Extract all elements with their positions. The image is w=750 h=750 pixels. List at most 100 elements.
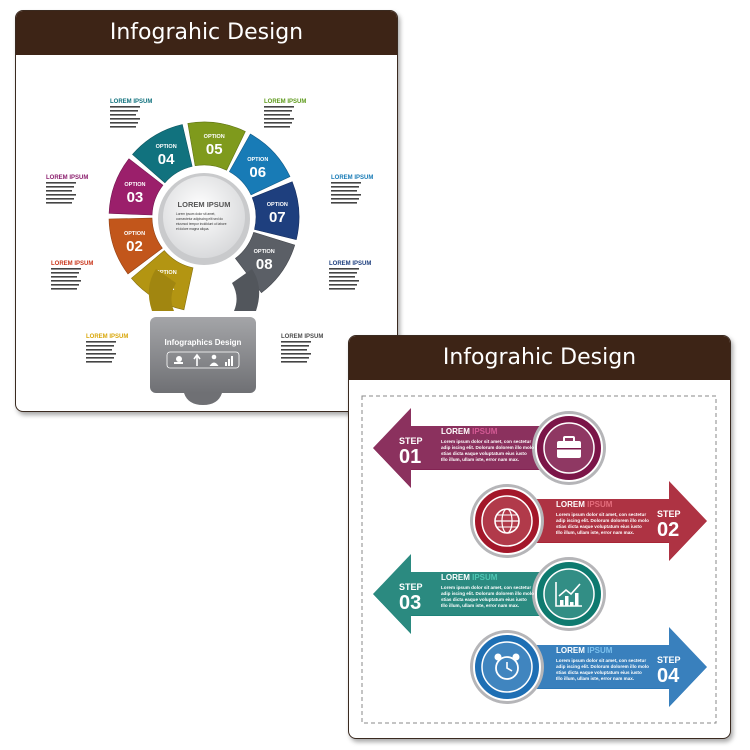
option-number: 05 bbox=[206, 141, 223, 158]
center-disc bbox=[163, 176, 245, 258]
step-arrow-highlight bbox=[373, 553, 559, 634]
globe-icon bbox=[494, 508, 520, 534]
option-number: 04 bbox=[158, 151, 175, 168]
note-text-line bbox=[51, 268, 81, 270]
note-text-line bbox=[281, 357, 309, 359]
note-text-line bbox=[329, 284, 357, 286]
step-arrow-highlight bbox=[519, 480, 707, 561]
briefcase-icon bbox=[557, 436, 581, 458]
note-text-line bbox=[329, 268, 359, 270]
note-text-line bbox=[46, 202, 72, 204]
option-label: OPTION bbox=[156, 270, 177, 276]
note-text-line bbox=[281, 345, 309, 347]
step-body-line: Illo illum, ullam iste, error nam max. bbox=[441, 603, 519, 608]
option-number: 08 bbox=[256, 256, 273, 273]
center-line: eiusmod tempor incididunt ut labore bbox=[176, 222, 227, 226]
center-line: et dolore magna aliqua. bbox=[176, 227, 209, 231]
option-label: OPTION bbox=[156, 144, 177, 150]
note-text-line bbox=[86, 357, 114, 359]
step-number: 02 bbox=[657, 519, 679, 541]
note-text-line bbox=[86, 345, 114, 347]
bulb-tip bbox=[184, 393, 222, 405]
base-icon-box bbox=[166, 351, 240, 369]
step-body-line: stias dicta eaque voluptatum eius iusto bbox=[556, 524, 642, 529]
bulb-base bbox=[150, 317, 256, 393]
step-number: 03 bbox=[399, 592, 421, 614]
step-body-line: Lorem ipsum dolor sit amet, con sectetur bbox=[556, 512, 646, 517]
step-number: 01 bbox=[399, 446, 421, 468]
note-text-line bbox=[46, 182, 76, 184]
note-text-line bbox=[264, 126, 290, 128]
center-title: LOREM IPSUM bbox=[178, 200, 231, 209]
step-body-line: Illo illum, ullam iste, error nam max. bbox=[556, 530, 634, 535]
note-text-line bbox=[264, 118, 294, 120]
step-body-line: Illo illum, ullam iste, error nam max. bbox=[556, 676, 634, 681]
base-title: Infographics Design bbox=[165, 338, 242, 347]
bulb-diagram: OPTION01OPTION02OPTION03OPTION04OPTION05… bbox=[46, 99, 373, 405]
note-text-line bbox=[86, 353, 116, 355]
note-text-line bbox=[281, 353, 311, 355]
note-text-line bbox=[86, 349, 112, 351]
note-text-line bbox=[331, 194, 361, 196]
step-heading: LOREM IPSUM bbox=[441, 427, 498, 436]
step-body-line: Lorem ipsum dolor sit amet, con sectetur bbox=[556, 658, 646, 663]
step-arrow bbox=[519, 627, 707, 707]
note-text-line bbox=[51, 272, 79, 274]
note-text-line bbox=[329, 288, 355, 290]
note-text-line bbox=[110, 114, 136, 116]
note-text-line bbox=[264, 106, 294, 108]
center-line: Lorem ipsum dolor sit amet, bbox=[176, 212, 215, 216]
note-text-line bbox=[331, 182, 361, 184]
hand-coin-icon bbox=[174, 356, 183, 364]
note-text-line bbox=[331, 190, 357, 192]
option-segment-03 bbox=[108, 158, 164, 216]
option-label: OPTION bbox=[247, 157, 268, 163]
note-text-line bbox=[46, 194, 76, 196]
step-arrow-highlight bbox=[373, 407, 559, 488]
note-text-line bbox=[331, 202, 357, 204]
option-label: OPTION bbox=[124, 231, 145, 237]
bar-chart-icon bbox=[225, 356, 233, 366]
segment-01-neck bbox=[148, 269, 176, 311]
step-heading: LOREM IPSUM bbox=[556, 646, 613, 655]
option-label: OPTION bbox=[267, 202, 288, 208]
note-title: LOREM IPSUM bbox=[329, 261, 371, 267]
step-body-line: stias dicta eaque voluptatum eius iusto bbox=[441, 597, 527, 602]
step-body-line: Lorem ipsum dolor sit amet, con sectetur bbox=[441, 439, 531, 444]
note-text-line bbox=[110, 106, 140, 108]
segment-08-neck bbox=[232, 269, 260, 311]
note-text-line bbox=[110, 126, 136, 128]
alarm-clock-icon bbox=[494, 653, 520, 680]
step-heading: LOREM IPSUM bbox=[441, 573, 498, 582]
center-line: consectetur adipiscing elit sed do bbox=[176, 217, 223, 221]
note-text-line bbox=[110, 122, 138, 124]
note-text-line bbox=[46, 198, 74, 200]
note-text-line bbox=[331, 198, 359, 200]
note-text-line bbox=[329, 276, 355, 278]
note-title: LOREM IPSUM bbox=[86, 334, 128, 340]
option-label: OPTION bbox=[254, 249, 275, 255]
card-title: Infograhic Design bbox=[349, 336, 730, 380]
step-label: STEP bbox=[657, 655, 681, 665]
step-body-line: adip iscing elit. Dolorum dolorem illo m… bbox=[441, 445, 534, 450]
note-text-line bbox=[86, 361, 112, 363]
note-text-line bbox=[331, 186, 359, 188]
note-text-line bbox=[51, 284, 79, 286]
option-segment-02 bbox=[108, 217, 163, 275]
step-arrow bbox=[373, 554, 559, 634]
note-text-line bbox=[46, 186, 74, 188]
step-label: STEP bbox=[399, 582, 423, 592]
option-label: OPTION bbox=[204, 134, 225, 140]
note-text-line bbox=[264, 114, 290, 116]
note-text-line bbox=[329, 272, 357, 274]
dashed-frame bbox=[361, 395, 717, 724]
note-text-line bbox=[110, 118, 140, 120]
option-number: 02 bbox=[126, 238, 143, 255]
option-segment-04 bbox=[132, 124, 193, 184]
step-number: 04 bbox=[657, 665, 680, 687]
